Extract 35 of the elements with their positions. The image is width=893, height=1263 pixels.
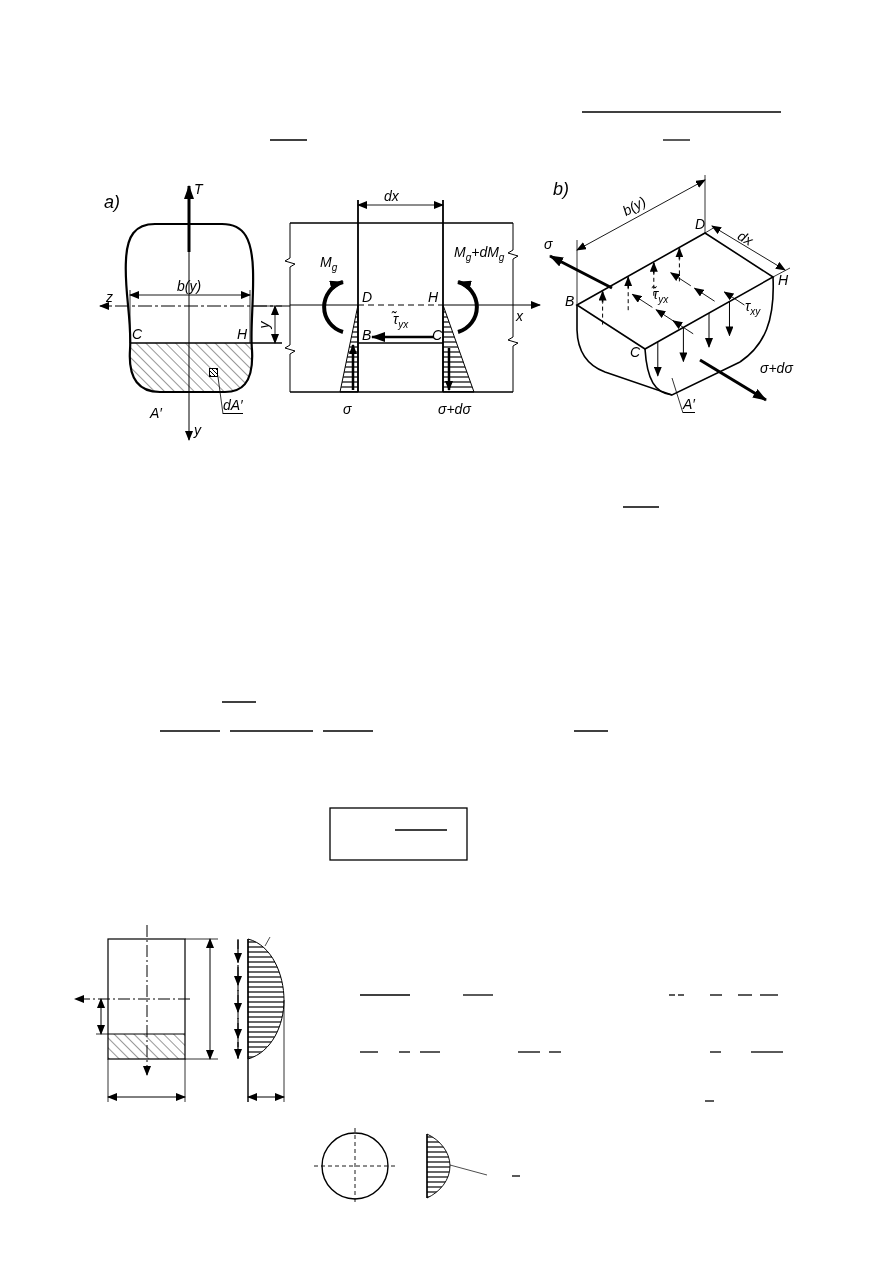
figure-label: b(y) (619, 193, 649, 219)
figure-label: D (362, 289, 373, 305)
figure-label: T (194, 181, 203, 197)
figure-label: B (565, 293, 575, 309)
figure-label: B (362, 327, 372, 343)
figure-label: τ$_{xy}$ (745, 298, 761, 319)
figure-label: a) (104, 194, 120, 210)
figure-label: M$_{g}$ (320, 254, 338, 275)
figure-label: H (428, 289, 439, 305)
figure-label: y (194, 422, 201, 438)
figure-label: z (106, 289, 113, 305)
figure-label: D (695, 216, 706, 232)
leader-label: dA′ (223, 397, 243, 414)
figure-label: σ+dσ (438, 401, 471, 417)
figure-label: A′ (150, 405, 162, 421)
figure-label: M$_{g}$+dM$_{g}$ (454, 244, 505, 265)
leader-line (217, 376, 224, 415)
figure-label: dx (734, 227, 756, 249)
figure-label: x (516, 308, 523, 324)
figure-label: dx (384, 188, 399, 204)
figure-label: σ (343, 401, 352, 417)
figure-label: σ (544, 236, 553, 252)
figure-label: σ+dσ (760, 360, 793, 376)
figure-label: H (778, 272, 789, 288)
figure-label: τ̃$_{yx}$ (653, 286, 669, 307)
figure-label: y (255, 321, 272, 329)
figure-label: H (237, 326, 248, 342)
figure-label: b) (553, 181, 569, 197)
figure-label: C (132, 326, 143, 342)
leader-label: A′ (683, 396, 695, 413)
area-element-square (209, 368, 218, 377)
leader-line (671, 377, 684, 414)
figure-label: C (630, 344, 641, 360)
figure-label: b(y) (177, 278, 202, 294)
figure-label: τ̃$_{yx}$ (393, 311, 409, 332)
